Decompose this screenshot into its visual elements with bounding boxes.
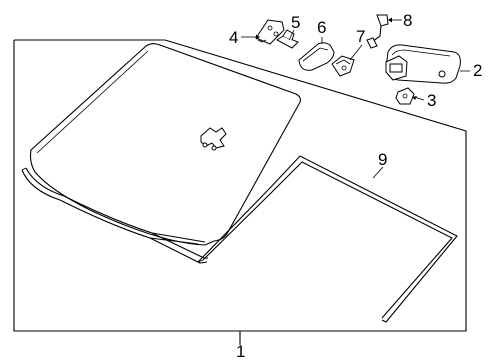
callout-7: 7 [356,27,365,46]
callout-4: 4 [229,28,238,47]
lower-moulding-strip [21,167,208,264]
mirror-2 [385,44,461,84]
callout-9: 9 [378,150,387,169]
reveal-moulding [197,155,458,323]
callout-3: 3 [427,91,436,110]
callout-2: 2 [473,61,482,80]
leader-lines [241,17,470,179]
callout-6: 6 [317,18,326,37]
callout-1: 1 [236,342,245,360]
glass-mirror-mount [200,127,227,151]
sensor-7 [331,55,355,77]
windshield-glass [29,43,302,246]
assembly-boundary [13,39,467,345]
cover-6 [298,42,335,71]
callout-numbers: 1 2 3 4 5 6 7 8 9 [229,11,482,360]
clip-5 [276,29,299,49]
bracket-4 [255,19,285,45]
callout-5: 5 [291,13,300,32]
bracket-3 [395,87,415,105]
callout-8: 8 [403,11,412,30]
harness-8 [366,14,389,49]
